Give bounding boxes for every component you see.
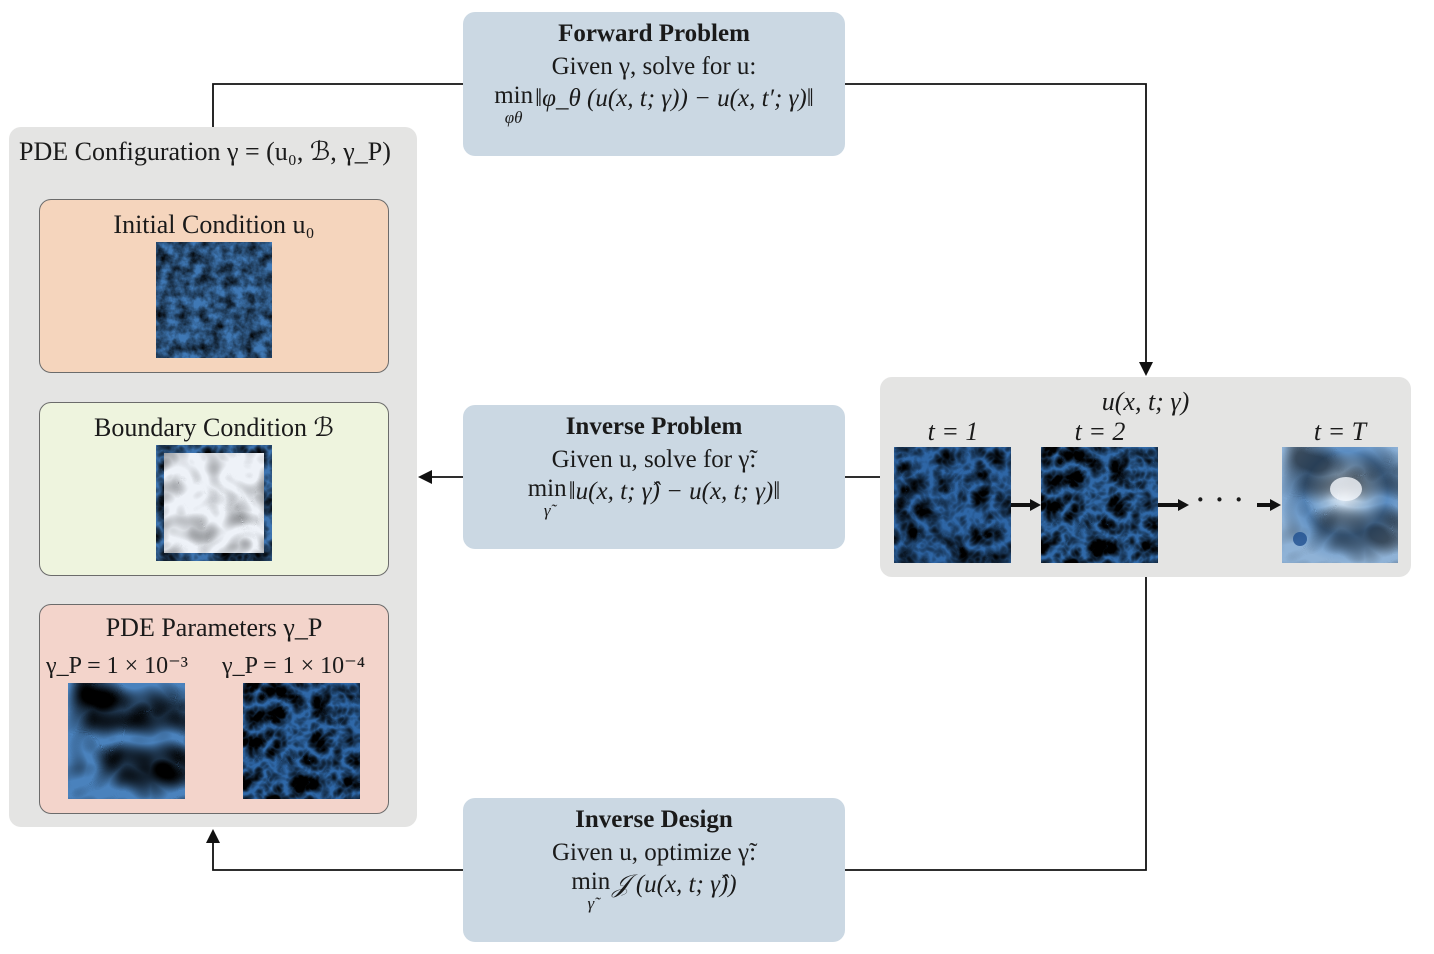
pde-configuration-title: PDE Configuration γ = (u₀, ℬ, γ_P) [19, 137, 391, 166]
inverse-problem-box: Inverse Problem Given u, solve for γ̃: m… [463, 405, 845, 549]
forward-problem-title: Forward Problem [558, 20, 750, 47]
design-objective: 𝒥 (u(x, t; γ̂)) [612, 871, 737, 898]
initial-condition-box: Initial Condition u₀ [39, 199, 389, 373]
initial-condition-label: Initial Condition u₀ [113, 210, 315, 239]
inverse-design-description: Given u, optimize γ̃: [551, 838, 757, 866]
boundary-condition-label: Boundary Condition ℬ [94, 413, 334, 442]
inverse-min-subscript: γ̃ [543, 501, 551, 520]
forward-problem-box: Forward Problem Given γ, solve for u: mi… [463, 12, 845, 156]
forward-objective: ‖φ_θ (u(x, t; γ)) − u(x, t′; γ)‖ [535, 85, 814, 112]
forward-problem-description: Given γ, solve for u: [551, 52, 757, 80]
boundary-condition-box: Boundary Condition ℬ [39, 402, 389, 576]
pde-parameter-a-field-image [68, 683, 185, 799]
inverse-objective: ‖u(x, t; γ̂) − u(x, t; γ)‖ [568, 478, 781, 505]
pde-parameters-label: PDE Parameters γ_P [105, 613, 323, 642]
inverse-design-box: Inverse Design Given u, optimize γ̃: min… [463, 798, 845, 942]
t-label-T: t = T [1313, 417, 1367, 446]
pde-parameter-b-label: γ_P = 1 × 10⁻⁴ [222, 653, 366, 679]
initial-condition-field-image [156, 242, 272, 358]
boundary-condition-field-image [156, 445, 272, 561]
pde-parameter-b-field-image [243, 683, 360, 799]
t-label-1: t = 1 [927, 417, 979, 446]
pde-configuration-panel: PDE Configuration γ = (u₀, ℬ, γ_P) Initi… [9, 127, 417, 827]
t-label-2: t = 2 [1074, 417, 1126, 446]
inverse-problem-title: Inverse Problem [565, 413, 743, 440]
pde-parameter-a-label: γ_P = 1 × 10⁻³ [46, 653, 188, 679]
pde-parameters-box: PDE Parameters γ_P γ_P = 1 × 10⁻³ γ_P = … [39, 604, 389, 814]
design-min-subscript: γ̃ [587, 894, 595, 913]
trajectory-ellipsis: · · · [1196, 485, 1246, 514]
trajectory-field-t2 [1041, 447, 1158, 563]
trajectory-title: u(x, t; γ) [1101, 387, 1190, 416]
trajectory-field-tT [1282, 447, 1398, 563]
trajectory-arrows [1011, 499, 1281, 511]
inverse-problem-description: Given u, solve for γ̃: [551, 445, 757, 473]
forward-min-subscript: φθ [504, 108, 523, 127]
inverse-design-title: Inverse Design [575, 806, 733, 833]
trajectory-field-t1 [894, 447, 1011, 563]
trajectory-panel: u(x, t; γ) t = 1 t = 2 t = T · · · [880, 377, 1411, 577]
